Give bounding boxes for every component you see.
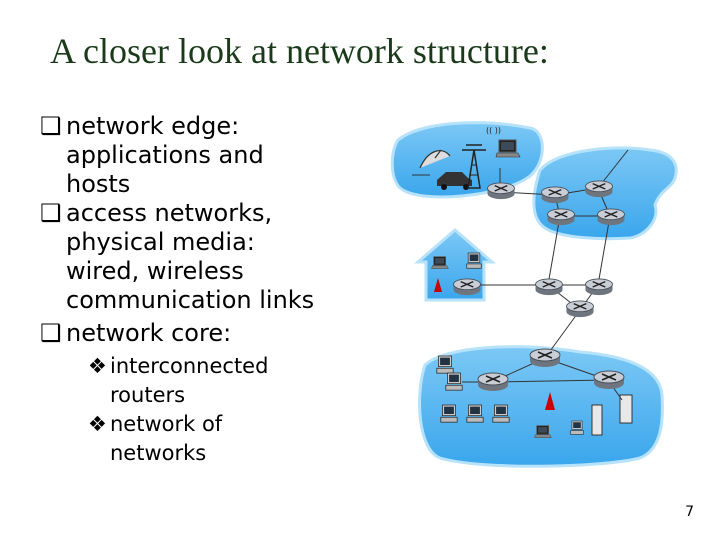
router-icon [452,278,482,296]
laptop-icon [534,425,552,438]
sub-bullet-line: interconnected [110,354,269,378]
sub-bullet-networks: ❖ network of networks [88,410,370,468]
bullet-head: access networks, [66,199,273,227]
laptop-icon [431,256,449,269]
server-icon [619,394,633,424]
sub-bullet-routers: ❖ interconnected routers [88,352,370,410]
sub-bullet-line: routers [110,383,186,407]
satellite-dish-icon [419,149,451,169]
router-icon [534,278,564,296]
bullet-line: applications and [66,141,264,169]
desktop-icon [492,404,510,423]
router-icon [565,300,595,318]
desktop-icon [440,404,458,423]
bullet-head: network core: [66,319,232,347]
bullet-network-edge: ❑ network edge: applications and hosts [40,112,370,199]
wireless-access-point-icon [545,392,555,410]
bullet-line: physical media: [66,228,255,256]
checkbox-bullet-icon: ❑ [40,199,62,227]
desktop-icon [570,420,584,435]
car-icon [412,172,472,190]
router-icon [596,208,626,226]
bullet-line: hosts [66,170,131,198]
router-icon [593,370,625,390]
bullet-line: communication links [66,286,315,314]
sub-bullet-line: networks [110,441,207,465]
router-icon [477,372,509,392]
page-number: 7 [685,504,694,520]
bullet-access-networks: ❑ access networks, physical media: wired… [40,199,370,315]
router-icon [540,186,570,204]
laptop-icon [495,139,521,158]
checkbox-bullet-icon: ❑ [40,112,62,140]
bullet-line: wired, wireless [66,257,244,285]
slide-title: A closer look at network structure: [50,31,549,71]
router-icon [486,182,516,200]
wireless-access-point-icon [434,278,442,292]
checkbox-bullet-icon: ❑ [40,319,62,347]
router-icon [529,348,561,368]
router-icon [584,180,614,198]
bullet-list: ❑ network edge: applications and hosts ❑… [40,112,370,468]
sub-bullet-line: network of [110,412,223,436]
router-icon [584,278,614,296]
diamond-bullet-icon: ❖ [88,412,107,436]
bullet-network-core: ❑ network core: [40,319,370,348]
desktop-icon [436,355,454,374]
wireless-tower-icon [462,144,486,189]
desktop-icon [445,372,463,391]
desktop-icon [466,252,482,269]
server-icon [591,404,603,436]
desktop-icon [466,404,484,423]
bullet-head: network edge: [66,112,240,140]
svg-text:(( )): (( )) [486,126,501,135]
mobile-network-cloud: (( )) [390,121,544,199]
diamond-bullet-icon: ❖ [88,354,107,378]
router-icon [546,208,576,226]
